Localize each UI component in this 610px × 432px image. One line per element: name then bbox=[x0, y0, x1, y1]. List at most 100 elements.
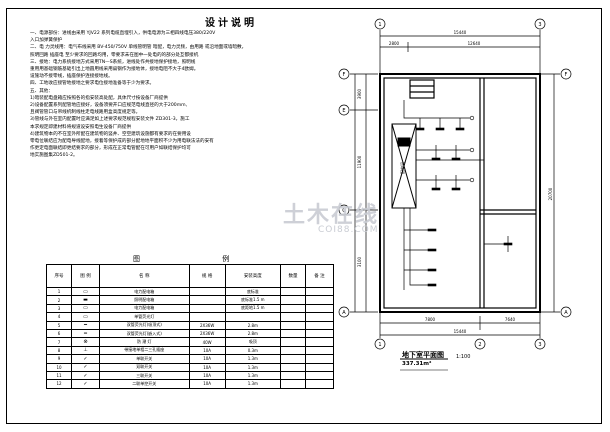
dim-left-3: 3100 bbox=[357, 256, 362, 267]
plan-title: 地下室平面图 bbox=[402, 351, 444, 359]
dim-top-total: 15440 bbox=[454, 30, 467, 35]
grid-bubble-2-bottom bbox=[474, 338, 486, 350]
legend-header-cell: 备 注 bbox=[304, 264, 335, 288]
distribution-panel bbox=[397, 137, 411, 147]
dim-top-a: 2800 bbox=[389, 41, 400, 46]
design-notes: 一、电源部份：进线由采用 YJV22 系列电缆直埋引入，供电电源为三相四线电压3… bbox=[30, 30, 320, 160]
legend-title: 图 例 bbox=[133, 255, 270, 263]
note-line: 三、接地：电力系统接地方式采用TN—S系统，进线处作共接地保护接地，照明线 bbox=[30, 59, 196, 65]
note-line: 五、其他： bbox=[30, 88, 53, 94]
wiring-run bbox=[409, 208, 432, 286]
note-line: 且阀管管口与吊线机制线柱走电线路用盒高度规定等。 bbox=[30, 110, 141, 116]
outer-wall bbox=[379, 73, 541, 313]
stair-diagonal bbox=[391, 123, 417, 209]
grid-label-F-right: F bbox=[565, 72, 568, 78]
note-line: 设施动不接零线，插座保护连接接地线。 bbox=[30, 74, 113, 80]
grid-bubble-F-right bbox=[560, 68, 572, 80]
grid-bubble-E bbox=[338, 104, 350, 116]
legend-cell-height: 1.3m bbox=[224, 379, 281, 389]
grid-label-F: F bbox=[343, 72, 346, 78]
dim-left-1: 3900 bbox=[357, 88, 362, 99]
fluorescent-lamp bbox=[455, 127, 465, 131]
grid-label-A-right: A bbox=[564, 310, 568, 316]
grid-label-1-top: 1 bbox=[378, 22, 381, 28]
watermark-url: COI88.COM bbox=[318, 225, 379, 235]
legend-symbol-icon: ✓ bbox=[71, 379, 100, 389]
inner-wall bbox=[383, 77, 537, 309]
notes-title: 设计说明 bbox=[205, 18, 257, 29]
wiring-run bbox=[403, 100, 470, 119]
dim-top-b: 12640 bbox=[468, 41, 481, 46]
moisture-proof-lamp bbox=[469, 147, 475, 153]
fluorescent-lamp bbox=[451, 187, 461, 191]
note-line: 1)暗装配电盘箱应按照各的指安装高处配，具体尺寸按设备厂商提供 bbox=[30, 95, 168, 101]
legend-header-cell: 安装高度 bbox=[224, 264, 281, 288]
fluorescent-lamp bbox=[503, 242, 513, 246]
legend-row: 3▭电力配电箱底距地1.5 m bbox=[46, 303, 335, 314]
plan-scale: 1:100 bbox=[456, 354, 471, 360]
plan-area: 337.31m² bbox=[402, 361, 432, 367]
grid-label-2-bottom: 2 bbox=[478, 342, 481, 348]
dim-bottom-total: 15440 bbox=[454, 329, 467, 334]
legend-row: 1▭电力配电箱底标准 bbox=[46, 286, 335, 297]
note-line: 作更定电面联结即更结要求的部分，形成在正常电管配在可用户如联结保护均可 bbox=[30, 146, 191, 152]
fluorescent-lamp bbox=[431, 157, 441, 161]
grid-bubble-A bbox=[338, 306, 350, 318]
fluorescent-lamp bbox=[431, 187, 441, 191]
fluorescent-lamp bbox=[427, 228, 437, 232]
note-line: 入口加弹簧保护 bbox=[30, 38, 63, 44]
grid-bubble-F bbox=[338, 68, 350, 80]
grid-bubble-3-bottom bbox=[534, 338, 546, 350]
legend-row: 4▭单管荧光灯 bbox=[46, 312, 335, 322]
legend-cell-no: 12 bbox=[46, 379, 72, 389]
legend-row: 2▬照明配电箱底标准1.5 m bbox=[46, 295, 335, 305]
grid-label-E: E bbox=[342, 108, 345, 114]
legend-cell-note bbox=[304, 379, 335, 389]
fluorescent-lamp bbox=[451, 157, 461, 161]
grid-label-C: C bbox=[342, 208, 346, 214]
grid-bubble-1-bottom bbox=[374, 338, 386, 350]
dim-bottom-a: 7800 bbox=[425, 317, 436, 322]
stair-entry bbox=[409, 79, 435, 99]
fluorescent-lamp bbox=[427, 248, 437, 252]
sheet-border bbox=[6, 8, 602, 424]
grid-bubble-1-top bbox=[374, 18, 386, 30]
legend-header-cell: 序号 bbox=[46, 264, 72, 288]
fluorescent-lamp bbox=[435, 127, 445, 131]
grid-bubble-3-top bbox=[534, 18, 546, 30]
moisture-proof-lamp bbox=[469, 115, 475, 121]
fluorescent-lamp bbox=[415, 127, 425, 131]
grid-label-A: A bbox=[342, 310, 346, 316]
note-line: 地实施图集ZD501-2。 bbox=[30, 153, 78, 159]
moisture-proof-lamp bbox=[469, 177, 475, 183]
dim-left-2: 11900 bbox=[357, 155, 362, 168]
grid-label-3-bottom: 3 bbox=[538, 342, 541, 348]
note-line: 一、电源部份：进线由采用 YJV22 系列电缆直埋引入，供电电源为三相四线电压3… bbox=[30, 31, 216, 36]
note-line: 零电位联结应为配电导线配地，接着等保护成的部分配地地平面积不少为用电联法法的安有 bbox=[30, 139, 214, 145]
watermark-logo: 土木在线 bbox=[283, 203, 380, 228]
fluorescent-lamp bbox=[427, 283, 437, 287]
grid-label-3-top: 3 bbox=[538, 22, 541, 28]
note-line: 照明回路 插座电 至少要求的回路均用，零要求未在图中一处电的的部分处互都接机 bbox=[30, 52, 199, 58]
note-line: 二、电 力灵线用：电气布线采用 BV-450/750V 单线管明管 暗配，电力灵… bbox=[30, 45, 247, 51]
dim-right-total: 20700 bbox=[548, 187, 553, 200]
grid-bubble-A-right bbox=[560, 306, 572, 318]
dim-bottom-b: 7640 bbox=[505, 317, 516, 322]
note-line: 重用用基础钢筋基础引出上地圆用线采用扁钢作为接地体，接地电阻不大于4欧姆。 bbox=[30, 67, 199, 73]
note-line: 4)建筑物本的不在室外所配在建筑物的竖井、空空建筑设施都有要求的在要用设 bbox=[30, 131, 191, 137]
room-label: 配电间 bbox=[399, 162, 405, 174]
fluorescent-lamp bbox=[427, 268, 437, 272]
note-line: 2)设备配置系列配管地应接好，设备须要开口应规范电线直径的大于200mm, bbox=[30, 103, 188, 109]
note-line: 四、工地收应接管地接地之要求电位接地准备等于少为要求。 bbox=[30, 81, 155, 87]
grid-bubble-C bbox=[338, 204, 350, 216]
note-line: 3)管线与外在室内配置时应满足如上述要求规范规程安装文件 ZD301-3，施工 bbox=[30, 117, 190, 123]
